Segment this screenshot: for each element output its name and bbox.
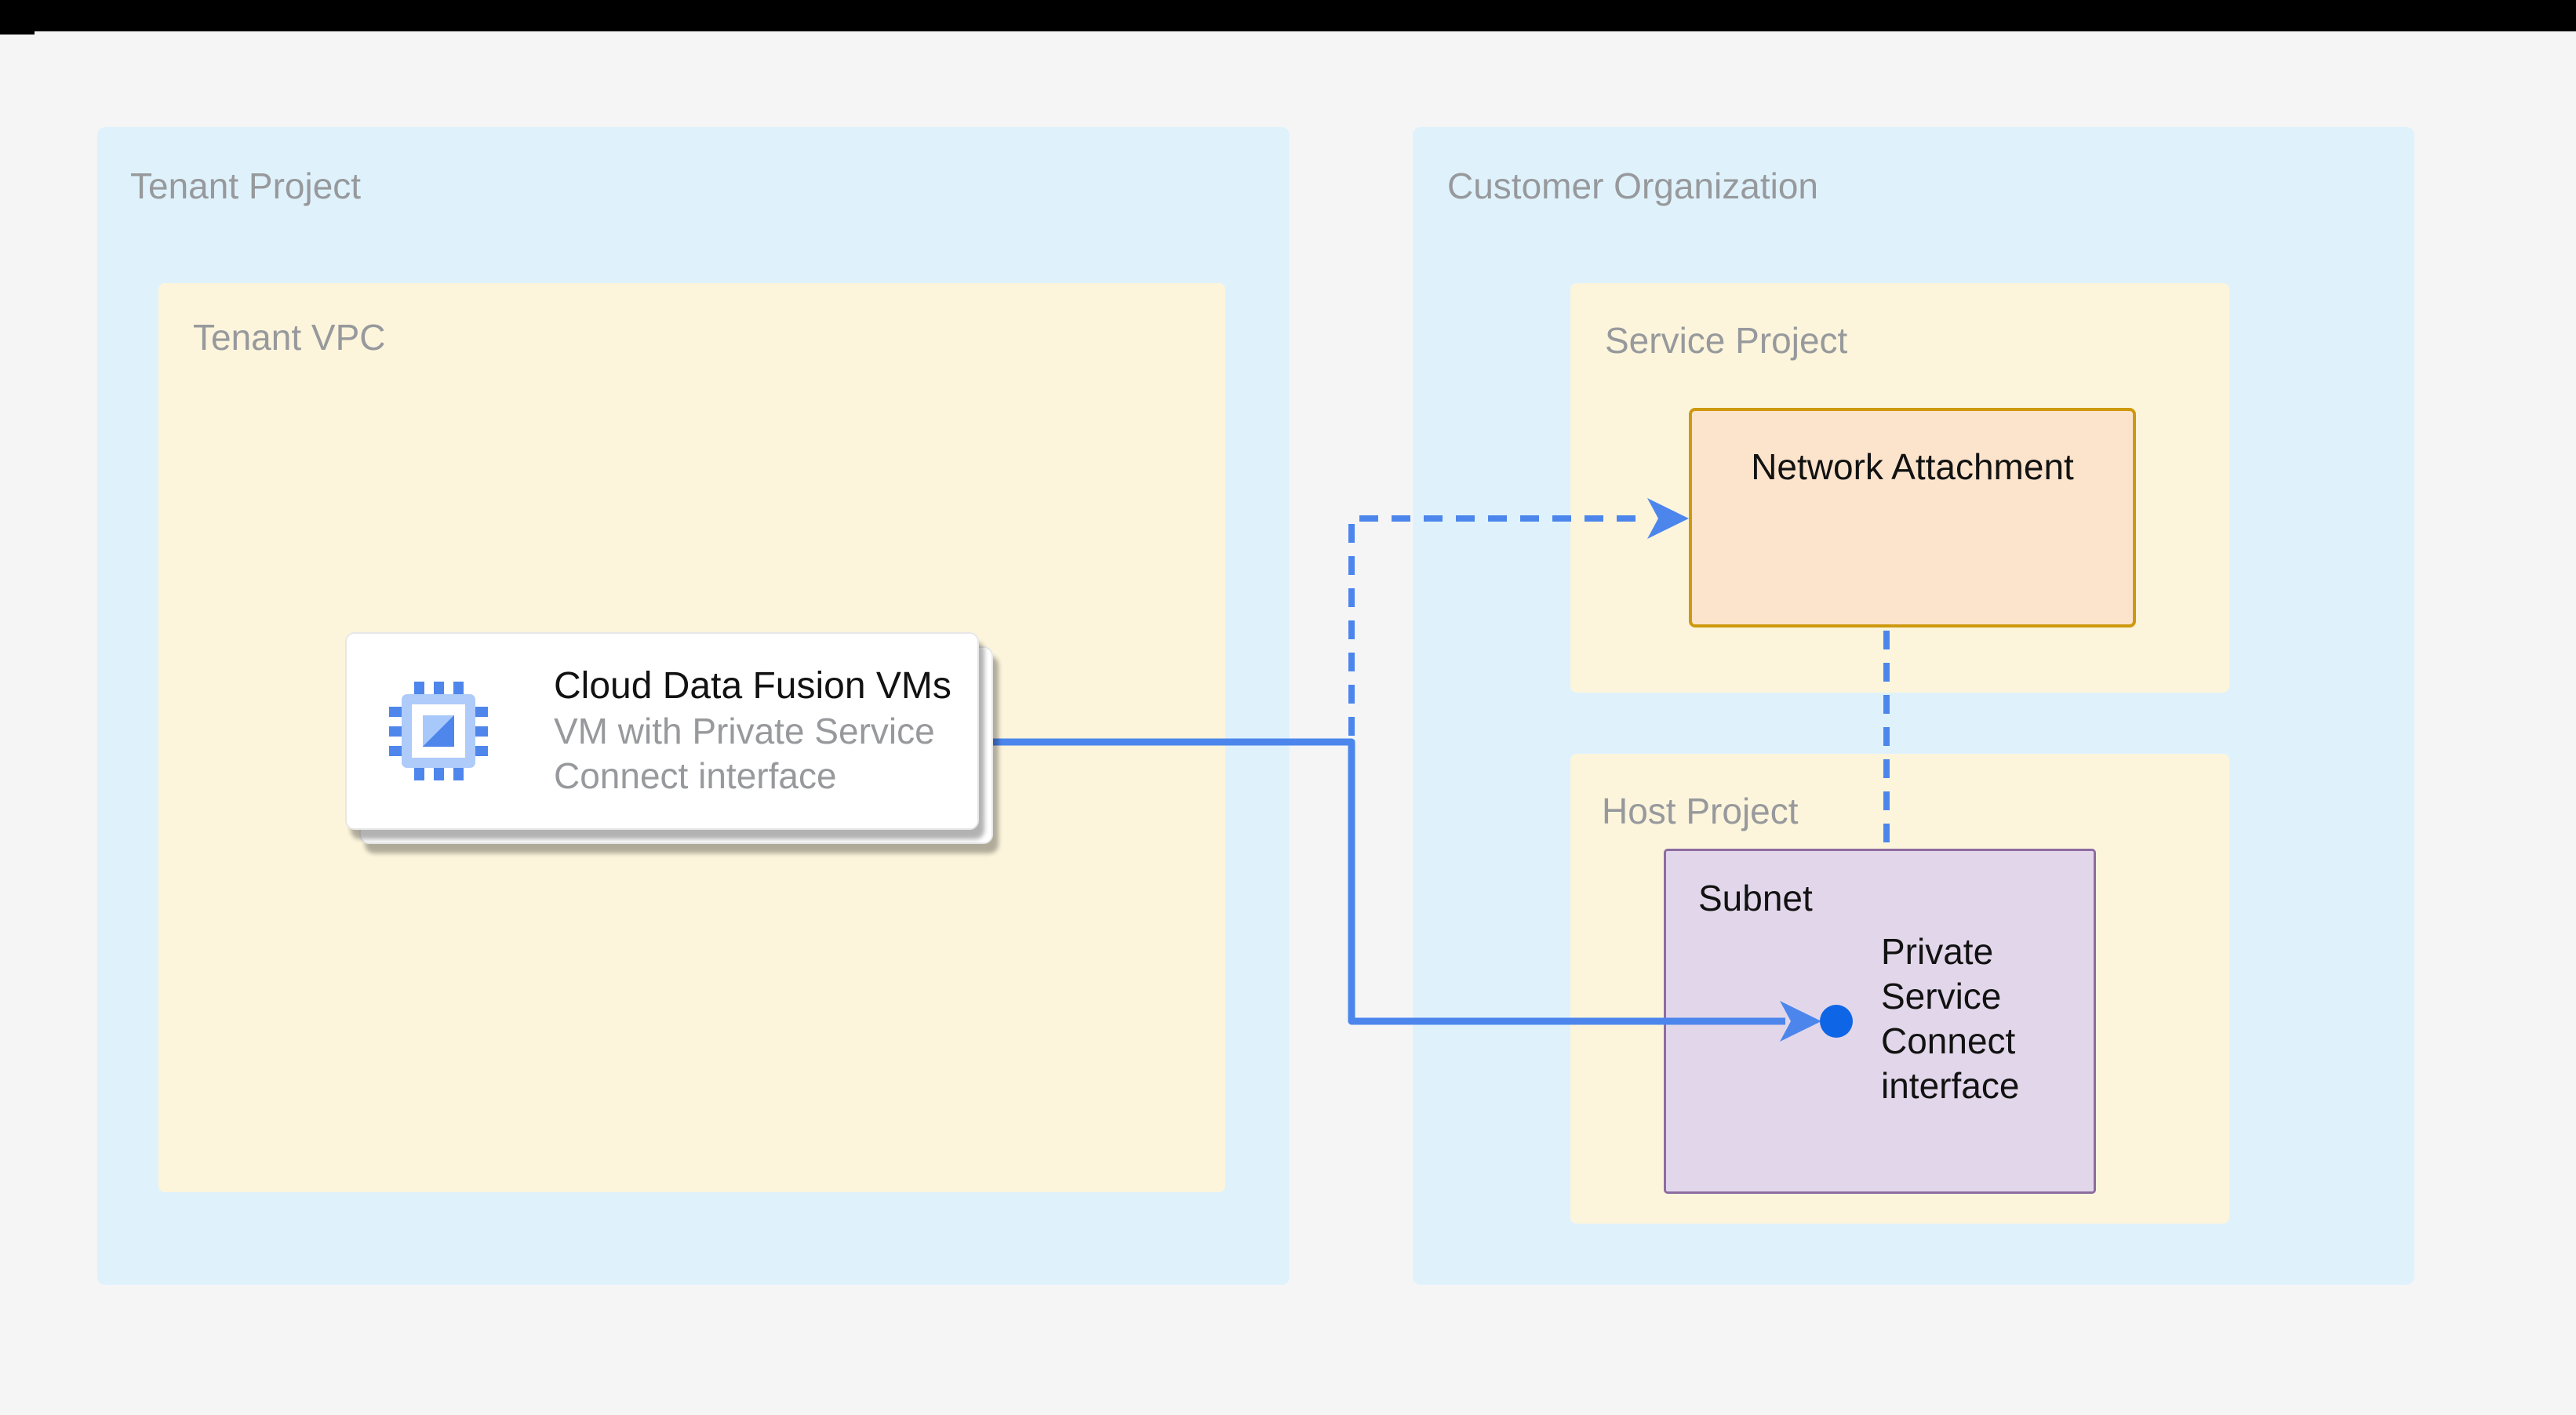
tenant-project-panel: Tenant Project Tenant VPC [97, 127, 1290, 1285]
tenant-vpc-zone: Tenant VPC [158, 283, 1225, 1192]
host-project-label: Host Project [1602, 791, 1799, 831]
psc-line: Private [1881, 931, 1994, 972]
vm-chip-icon [389, 682, 488, 780]
network-attachment-label: Network Attachment [1751, 446, 2074, 487]
tenant-vpc-label: Tenant VPC [193, 317, 386, 358]
service-project-zone: Service Project Network Attachment [1570, 283, 2229, 693]
vm-card-text: Cloud Data Fusion VMs VM with Private Se… [554, 664, 951, 798]
service-project-label: Service Project [1605, 320, 1848, 361]
network-attachment-box: Network Attachment [1689, 408, 2136, 627]
vm-card: Cloud Data Fusion VMs VM with Private Se… [345, 632, 979, 830]
psc-line: Connect [1881, 1020, 2016, 1061]
subnet-box: Subnet Private Service Connect interface [1664, 849, 2096, 1194]
customer-organization-label: Customer Organization [1447, 166, 1818, 206]
psc-line: Service [1881, 976, 2002, 1017]
top-black-bar [0, 0, 2576, 31]
psc-line: interface [1881, 1065, 2020, 1106]
top-black-bar-notch [0, 0, 35, 35]
tenant-project-label: Tenant Project [130, 166, 362, 206]
customer-organization-panel: Customer Organization Service Project Ne… [1413, 127, 2414, 1285]
vm-card-subtitle-line1: VM with Private Service [554, 711, 935, 751]
vm-card-title: Cloud Data Fusion VMs [554, 665, 951, 707]
psc-interface-label: Private Service Connect interface [1881, 929, 2019, 1108]
vm-card-subtitle-line2: Connect interface [554, 755, 837, 796]
subnet-label: Subnet [1698, 878, 1813, 918]
host-project-zone: Host Project Subnet Private Service Conn… [1570, 754, 2229, 1224]
